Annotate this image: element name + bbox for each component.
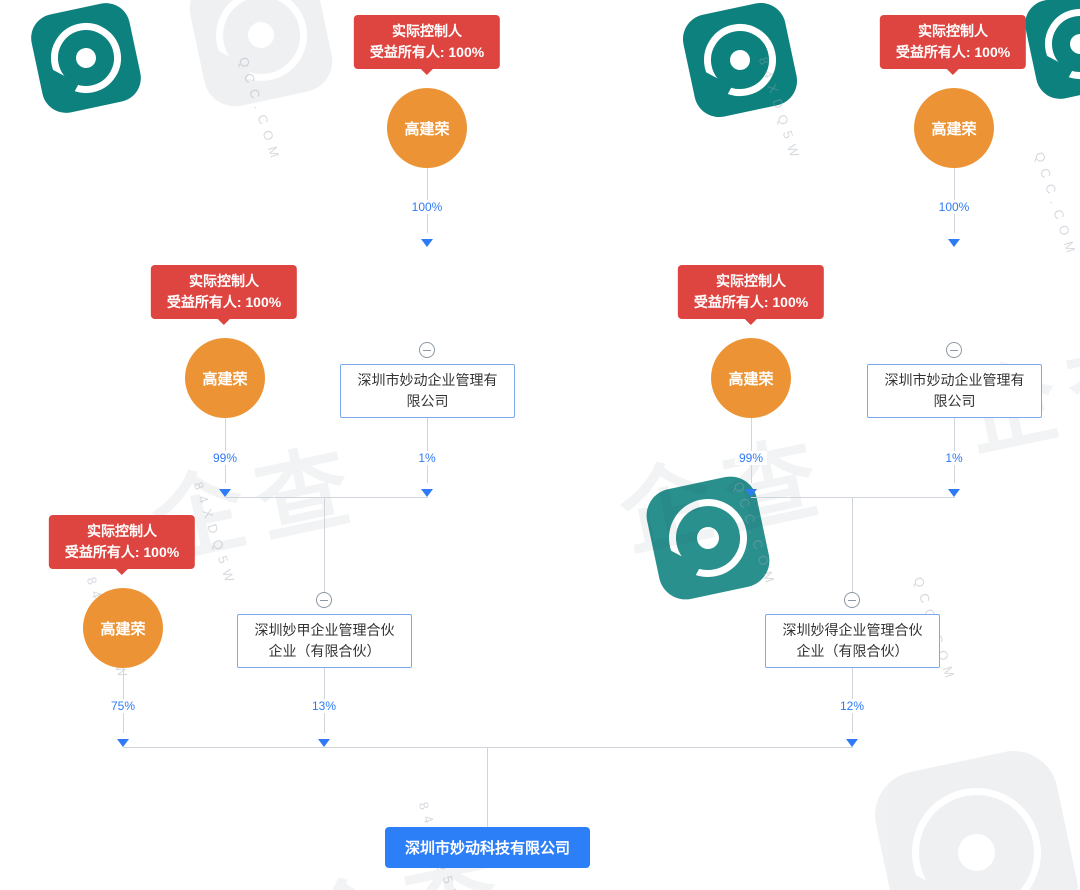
person-node[interactable]: 高建荣 xyxy=(185,338,265,418)
collapse-minus-icon[interactable] xyxy=(946,342,962,358)
ownership-edge-arrow xyxy=(745,489,757,497)
collapse-minus-icon[interactable] xyxy=(316,592,332,608)
ownership-percent-label: 1% xyxy=(941,451,967,465)
controller-badge-line1: 实际控制人 xyxy=(715,273,786,289)
person-node[interactable]: 高建荣 xyxy=(711,338,791,418)
controller-badge: 实际控制人 受益所有人: 100% xyxy=(879,15,1027,69)
ownership-edge-line xyxy=(427,417,428,483)
ownership-edge-line xyxy=(225,418,226,483)
controller-badge-line1: 实际控制人 xyxy=(917,23,988,39)
company-node[interactable]: 深圳妙甲企业管理合伙企业（有限合伙） xyxy=(237,614,412,668)
collapse-minus-icon[interactable] xyxy=(419,342,435,358)
controller-badge: 实际控制人 受益所有人: 100% xyxy=(677,265,825,319)
controller-badge: 实际控制人 受益所有人: 100% xyxy=(150,265,298,319)
controller-badge-line1: 实际控制人 xyxy=(188,273,259,289)
ownership-edge-line xyxy=(954,417,955,483)
ownership-percent-label: 75% xyxy=(106,699,140,713)
ownership-edge-arrow xyxy=(318,739,330,747)
ownership-edge-line xyxy=(123,747,853,748)
controller-badge-line1: 实际控制人 xyxy=(391,23,462,39)
ownership-percent-label: 1% xyxy=(414,451,440,465)
controller-badge-line2: 受益所有人: 100% xyxy=(166,294,282,310)
controller-badge-line2: 受益所有人: 100% xyxy=(895,44,1011,60)
controller-badge-line2: 受益所有人: 100% xyxy=(693,294,809,310)
ownership-edge-arrow xyxy=(948,489,960,497)
controller-badge: 实际控制人 受益所有人: 100% xyxy=(48,515,196,569)
controller-badge-line2: 受益所有人: 100% xyxy=(369,44,485,60)
ownership-percent-label: 99% xyxy=(734,451,768,465)
ownership-edge-arrow xyxy=(219,489,231,497)
ownership-edge-arrow xyxy=(117,739,129,747)
ownership-edge-line xyxy=(751,497,955,498)
ownership-edge-arrow xyxy=(421,239,433,247)
target-company-node[interactable]: 深圳市妙动科技有限公司 xyxy=(385,827,590,868)
ownership-percent-label: 12% xyxy=(835,699,869,713)
ownership-edge-arrow xyxy=(948,239,960,247)
controller-badge-line1: 实际控制人 xyxy=(86,523,157,539)
controller-badge-line2: 受益所有人: 100% xyxy=(64,544,180,560)
ownership-edge-line xyxy=(324,497,325,592)
ownership-edge-arrow xyxy=(421,489,433,497)
company-node[interactable]: 深圳妙得企业管理合伙企业（有限合伙） xyxy=(765,614,940,668)
person-node[interactable]: 高建荣 xyxy=(387,88,467,168)
ownership-percent-label: 13% xyxy=(307,699,341,713)
qcc-logo-watermark-ghost xyxy=(866,742,1080,890)
ownership-percent-label: 100% xyxy=(934,200,974,214)
company-node[interactable]: 深圳市妙动企业管理有限公司 xyxy=(340,364,515,418)
qcc-text-watermark: QCC.COM xyxy=(1031,150,1080,262)
ownership-percent-label: 99% xyxy=(208,451,242,465)
controller-badge: 实际控制人 受益所有人: 100% xyxy=(353,15,501,69)
person-node[interactable]: 高建荣 xyxy=(83,588,163,668)
ownership-edge-line xyxy=(487,747,488,827)
collapse-minus-icon[interactable] xyxy=(844,592,860,608)
ownership-percent-label: 100% xyxy=(407,200,447,214)
person-node[interactable]: 高建荣 xyxy=(914,88,994,168)
ownership-edge-arrow xyxy=(846,739,858,747)
company-node[interactable]: 深圳市妙动企业管理有限公司 xyxy=(867,364,1042,418)
ownership-edge-line xyxy=(852,497,853,592)
ownership-edge-line xyxy=(751,418,752,483)
ownership-edge-line xyxy=(225,497,428,498)
qcc-logo-watermark xyxy=(1020,0,1080,104)
qcc-logo-watermark xyxy=(26,0,146,118)
qcc-cjk-watermark: 企查 xyxy=(611,424,841,569)
